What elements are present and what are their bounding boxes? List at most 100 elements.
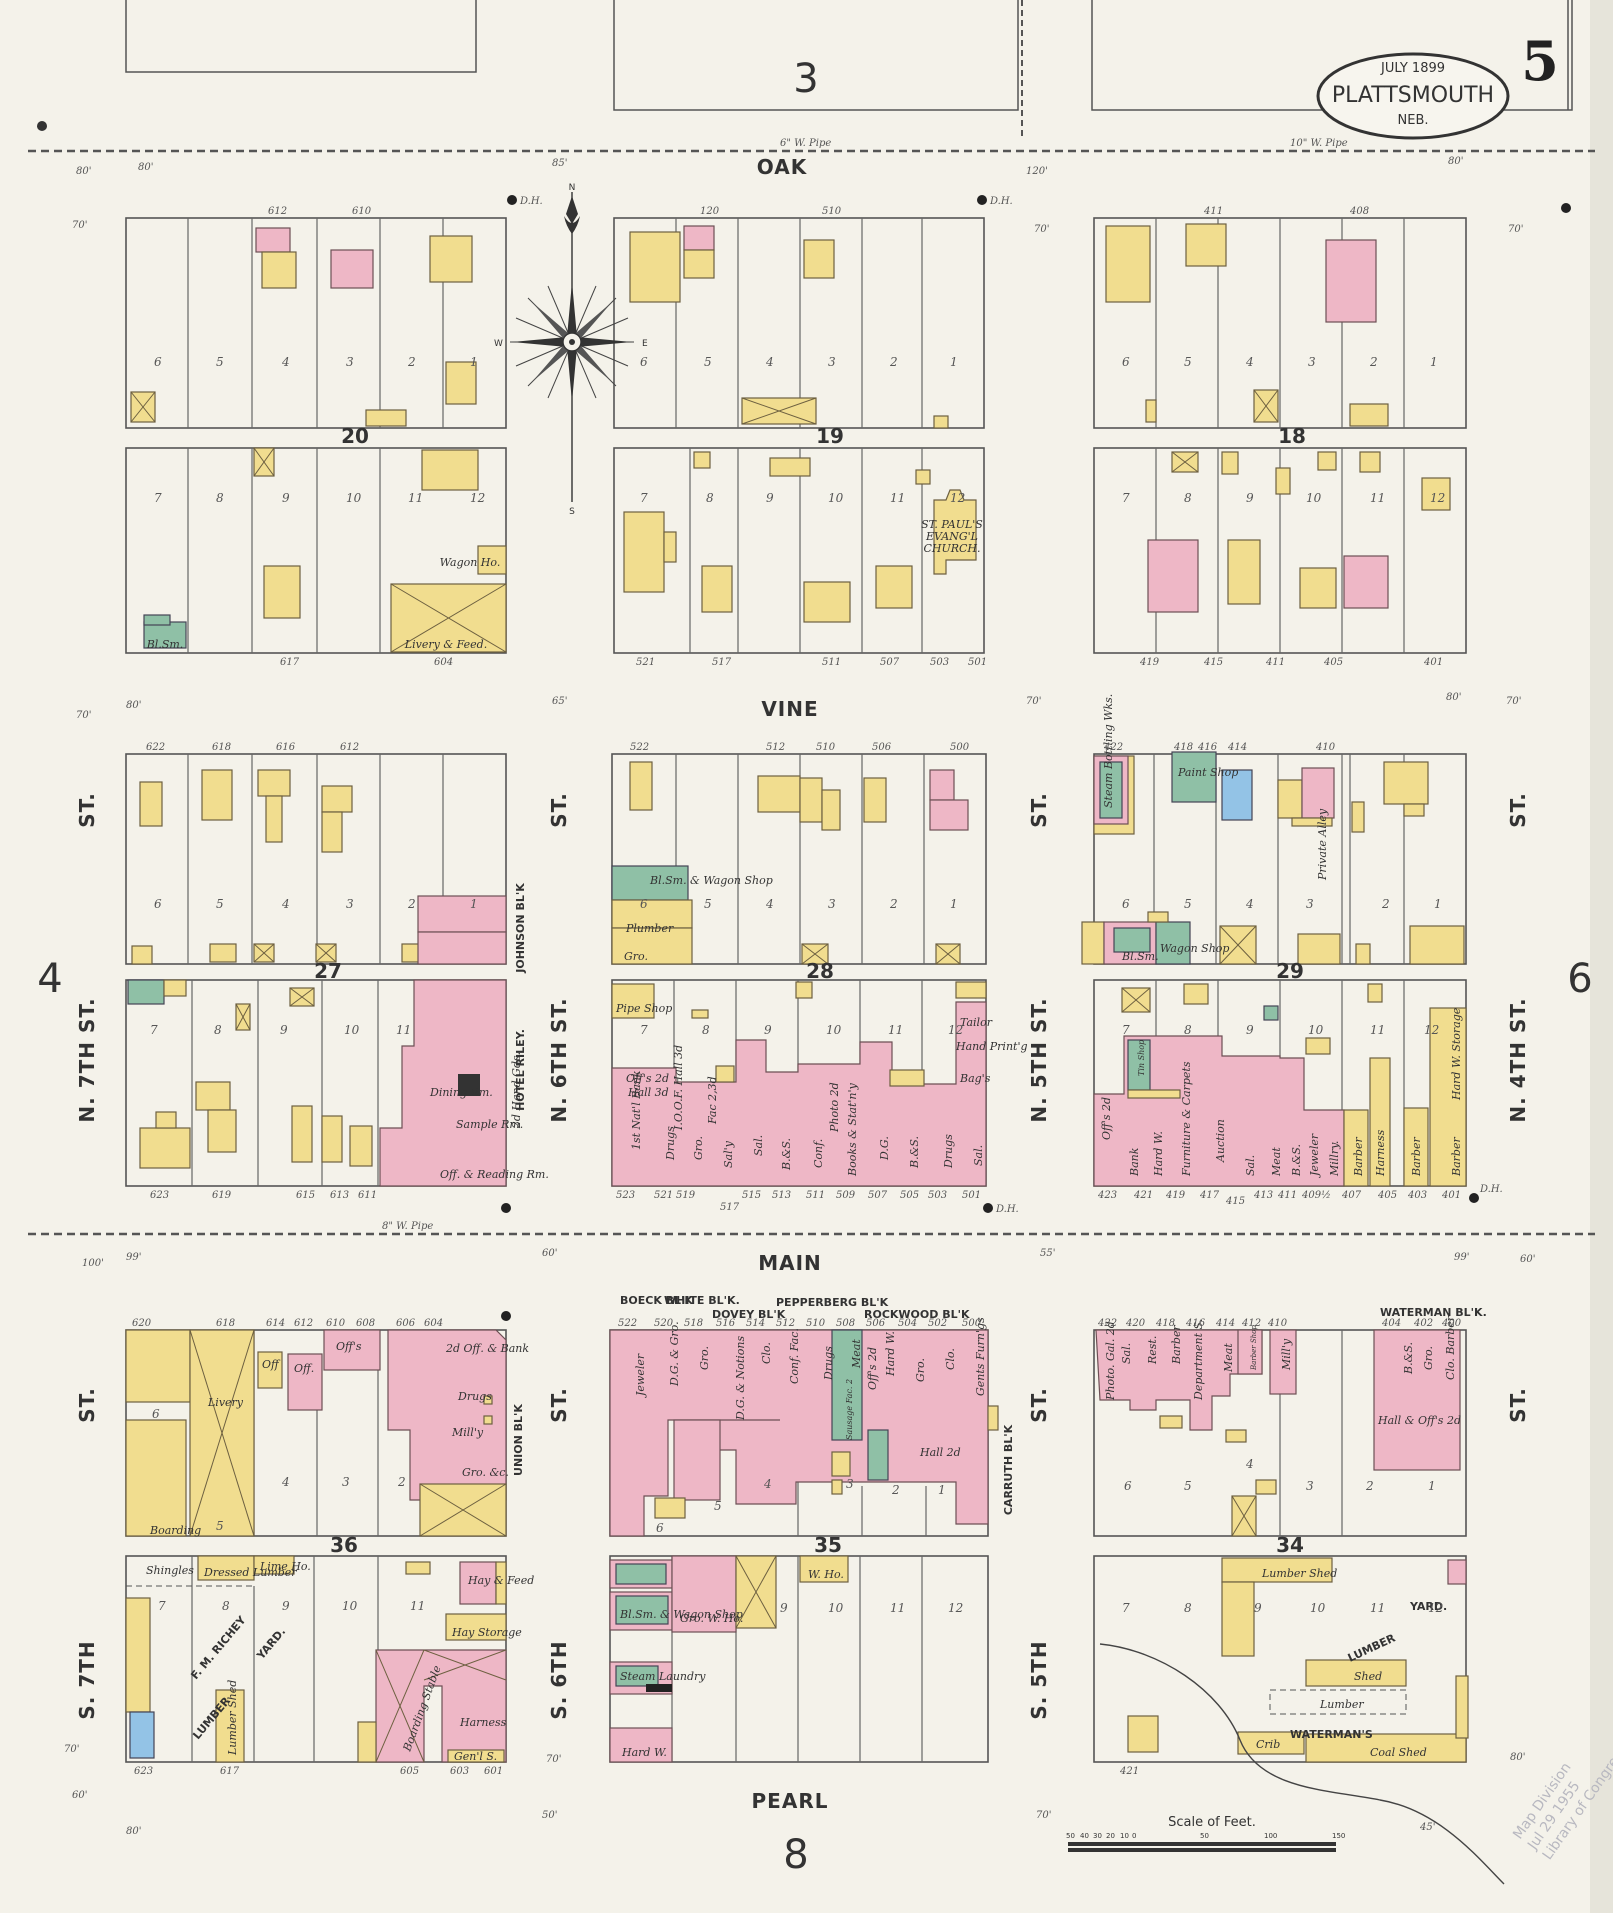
lot-number: 7 — [640, 1023, 648, 1037]
address: 514 — [746, 1318, 765, 1329]
lot-number: 6 — [1122, 897, 1130, 911]
lot-number: 11 — [1370, 1023, 1385, 1037]
address: 419 — [1165, 1190, 1186, 1201]
lot-number: 2 — [407, 355, 416, 369]
elevation: 55' — [1040, 1248, 1055, 1259]
address: 421 — [1119, 1766, 1139, 1777]
block-number: 35 — [814, 1533, 842, 1557]
address: 410 — [1267, 1318, 1288, 1329]
label-yard: YARD. — [1409, 1600, 1447, 1613]
lot-number: 3 — [846, 1477, 854, 1491]
lot-number: 6 — [656, 1521, 664, 1535]
lot-number: 10 — [342, 1599, 358, 1613]
label-books-stationery: Books & Stat'n'y — [846, 1083, 859, 1177]
lot-number: 10 — [828, 491, 844, 505]
lot-number: 8 — [1184, 1023, 1192, 1037]
label-meat: Meat — [850, 1339, 863, 1369]
address: 520 — [654, 1318, 674, 1329]
elevation: 70' — [76, 710, 91, 721]
lot-number: 2 — [1381, 897, 1390, 911]
address: 505 — [900, 1190, 919, 1201]
label-watermans: WATERMAN'S — [1290, 1728, 1373, 1741]
adjacent-sheet-right: 6 — [1567, 956, 1592, 1002]
lot-number: 7 — [158, 1599, 166, 1613]
address: 523 — [616, 1190, 635, 1201]
elevation: 45' — [1419, 1822, 1435, 1833]
label-office-reading: Off. & Reading Rm. — [440, 1168, 549, 1181]
address: 510 — [816, 742, 836, 753]
waterman-block-name: WATERMAN BL'K. — [1380, 1306, 1487, 1319]
scale-tick: 40 — [1080, 1832, 1089, 1840]
lot-number: 8 — [216, 491, 224, 505]
label-offices-2nd: Off's 2d — [1100, 1097, 1113, 1140]
lot-number: 8 — [706, 491, 714, 505]
elevation: 80' — [126, 700, 141, 711]
address: 521 — [654, 1190, 673, 1201]
block-number: 28 — [806, 959, 834, 983]
lot-number: 2 — [889, 355, 898, 369]
lot-number: 2 — [407, 897, 416, 911]
address: 608 — [356, 1318, 375, 1329]
label-sausage-factory: Sausage Fac. 2 — [845, 1379, 854, 1440]
label-hardware: Hard W. — [1152, 1131, 1165, 1177]
lot-number: 10 — [828, 1601, 844, 1615]
address: 622 — [146, 742, 165, 753]
label-grocery: Gro. — [1422, 1346, 1435, 1370]
block-number: 34 — [1276, 1533, 1304, 1557]
lot-number: 12 — [948, 1023, 963, 1037]
lot-number: 3 — [828, 355, 836, 369]
address: 414 — [1227, 742, 1247, 753]
union-block-name: UNION BL'K — [512, 1404, 525, 1476]
scale-tick: 20 — [1106, 1832, 1115, 1840]
lot-number: 1 — [1430, 355, 1438, 369]
address: 501 — [962, 1190, 981, 1201]
lot-number: 9 — [780, 1601, 788, 1615]
label-drugs: Drugs — [664, 1126, 677, 1161]
lot-number: 11 — [396, 1023, 411, 1037]
label-dining-room: Dining Rm. — [429, 1086, 493, 1099]
address: 522 — [630, 742, 649, 753]
lot-number: 5 — [714, 1499, 722, 1513]
hydrants: D.H. D.H. D.H. D.H. — [501, 195, 1571, 1321]
address: 416 — [1185, 1318, 1206, 1329]
lot-number: 6 — [1124, 1479, 1132, 1493]
compass-west: W — [494, 339, 503, 349]
label-lumber-shed: Lumber Shed — [1261, 1567, 1337, 1580]
label-clothing: Clo. — [944, 1348, 957, 1370]
pipe-label-main: 8" W. Pipe — [382, 1221, 433, 1232]
label-boots-shoes: B.&S. — [1402, 1342, 1415, 1375]
elevation: 70' — [546, 1754, 561, 1765]
address: 422 — [1097, 1318, 1117, 1329]
street-st-label: ST. — [1027, 792, 1051, 828]
label-barber: Barber — [1450, 1137, 1463, 1177]
label-blacksmith: Bl.Sm. — [1121, 950, 1159, 963]
lot-number: 12 — [1430, 491, 1445, 505]
elevation: 70' — [1508, 224, 1523, 235]
lot-number: 10 — [344, 1023, 360, 1037]
label-blacksmith: Bl.Sm. — [146, 638, 184, 651]
address: 411 — [1265, 657, 1285, 668]
street-st-label: ST. — [1506, 1387, 1530, 1423]
label-sample-room: Sample Rm. — [456, 1118, 523, 1131]
address: 605 — [400, 1766, 419, 1777]
lot-number: 3 — [346, 355, 354, 369]
title-state: NEB. — [1398, 113, 1429, 128]
pepperberg-block-name: PEPPERBERG BL'K — [776, 1296, 889, 1309]
lot-number: 11 — [408, 491, 423, 505]
address: 120 — [700, 206, 720, 217]
elevation: 70' — [1034, 224, 1049, 235]
label-saloon: Sal. — [1244, 1155, 1257, 1176]
address: 619 — [212, 1190, 232, 1201]
lot-number: 9 — [1254, 1601, 1262, 1615]
label-blacksmith-wagon: Bl.Sm. & Wagon Shop — [619, 1608, 743, 1621]
label-barber: Barber — [1352, 1137, 1365, 1177]
address: 401 — [1441, 1190, 1461, 1201]
address: 408 — [1349, 206, 1369, 217]
lot-number: 3 — [342, 1475, 350, 1489]
white-block-name: WHITE BL'K. — [664, 1294, 740, 1307]
address: 517 — [720, 1202, 740, 1213]
carruth-block-name: CARRUTH BL'K — [1002, 1424, 1015, 1515]
block-number: 27 — [314, 959, 342, 983]
